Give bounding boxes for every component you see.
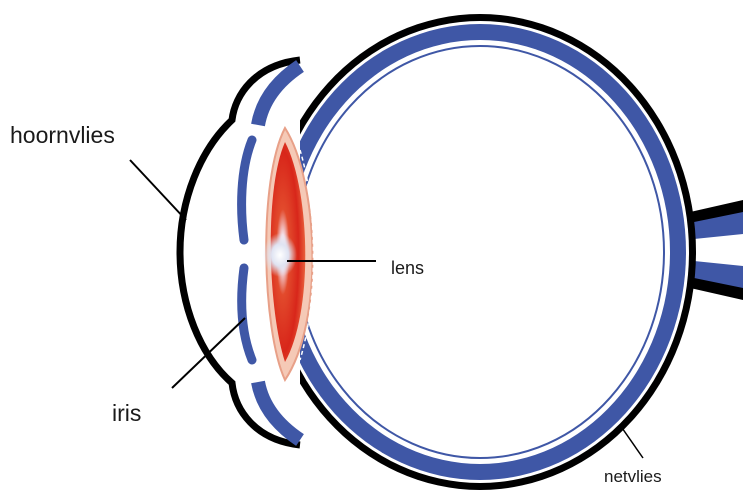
iris-label: iris — [112, 400, 141, 427]
eyeball — [264, 14, 696, 490]
cornea-label: hoornvlies — [10, 122, 115, 149]
cornea-pointer — [130, 160, 186, 220]
retina-label: netvlies — [604, 467, 662, 487]
lens-label: lens — [391, 258, 424, 279]
retina-pointer — [620, 425, 643, 458]
iris-pointer — [172, 318, 245, 388]
